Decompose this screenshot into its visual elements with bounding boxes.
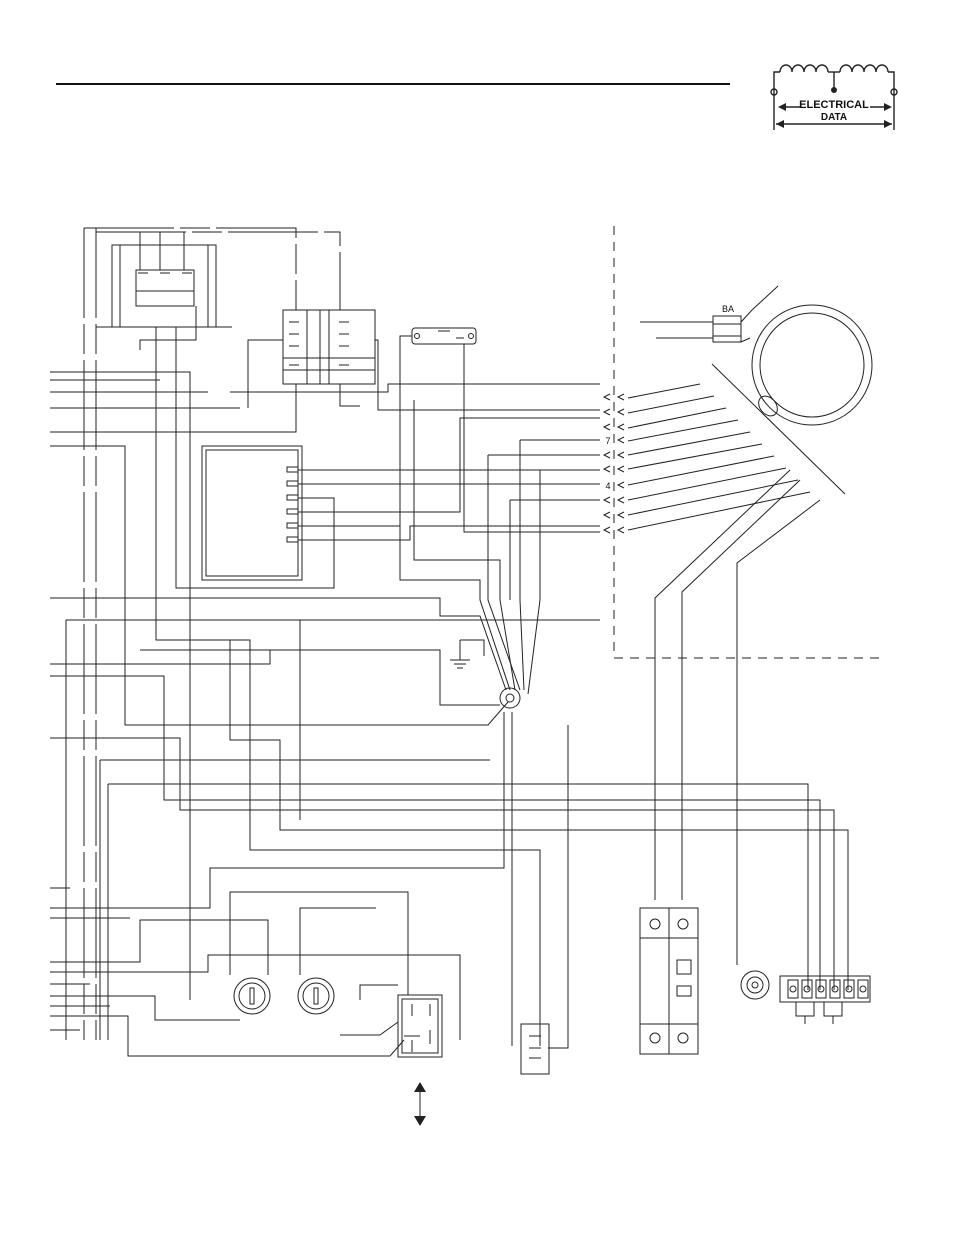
lamp-socket-right [298,978,334,1014]
up-down-arrow-icon [414,1082,426,1126]
connector-plug [340,985,442,1057]
outlet-receptacle [521,1024,549,1074]
terminal-4-label: 4 [605,481,610,491]
coil-icon-left [780,65,828,72]
relay-block [283,310,375,384]
circuit-breaker [640,908,698,1054]
transformer [96,245,232,327]
ground-symbol [450,640,484,668]
lamp-socket-left [234,978,270,1014]
terminal-strip [780,976,870,1024]
badge-line2: DATA [821,112,847,123]
electrical-data-badge: ELECTRICAL DATA [771,65,897,130]
terminal-7-label: 7 [605,436,610,446]
terminal-column: 7 4 [604,394,624,533]
coil-icon-right [840,65,888,72]
control-board [202,446,302,580]
junction-splice [500,688,520,708]
brush-assembly-label: BA [722,304,734,314]
cable-grommet [741,971,769,999]
badge-line1: ELECTRICAL [799,99,869,111]
rotor [752,305,872,425]
sensor-component [412,328,476,344]
brush-assembly: BA [640,286,778,342]
wiring-harness [50,228,848,1056]
